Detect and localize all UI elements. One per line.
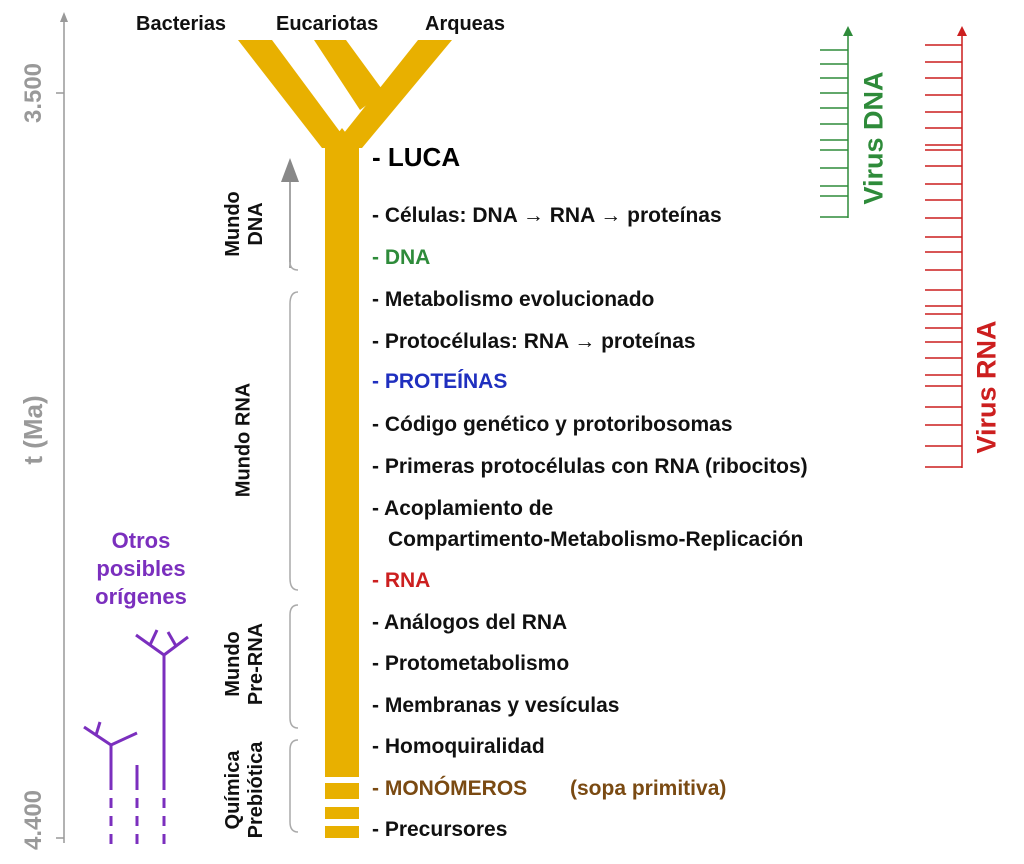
event-rna: - RNA [372,569,431,592]
virus-rna-arrowhead [957,26,967,36]
event-precursors: - Precursores [372,818,508,841]
axis-tick-top-label: 3.500 [20,62,48,124]
other-origins-branches [83,629,189,845]
origin-branch-right-twig [166,631,178,647]
branch-eucariotas [314,40,384,110]
stage-label-rna-world: Mundo RNA [232,382,255,498]
origin-branch-left-fork [83,725,112,747]
virus-rna-lineage [925,26,967,468]
stage-label-line: Mundo [222,631,244,697]
event-coupling-cont: Compartimento-Metabolismo-Replicación [388,528,804,551]
other-origins-line: Otros [111,528,171,553]
stage-label-prerna-world: Mundo Pre-RNA [222,623,268,705]
stage-label-dna-world: Mundo DNA [222,191,268,257]
virus-dna-label: Virus DNA [858,71,889,205]
dna-world-arrow [281,158,299,268]
stage-label-line: Química [222,750,244,830]
virus-dna-arrowhead [843,26,853,36]
virus-dna-ticks [820,49,848,197]
event-monomers: - MONÓMEROS [372,777,528,800]
event-homochirality: - Homoquiralidad [372,735,545,758]
event-proteins: - PROTEÍNAS [372,370,508,393]
trunk-segment [325,826,359,838]
time-axis [56,12,68,843]
origin-branch-left-twig [94,721,102,736]
branch-bacterias [238,40,352,148]
domain-label-bacterias: Bacterias [136,13,227,35]
brace-prerna [289,604,299,729]
event-metabolism: - Metabolismo evolucionado [372,288,655,311]
branch-arqueas [332,40,452,148]
dna-world-arrowhead [281,158,299,182]
event-cells: - Células: DNA → RNA → proteínas [372,204,722,227]
event-rna-analogs: - Análogos del RNA [372,611,568,634]
event-first-protocells: - Primeras protocélulas con RNA (ribocit… [372,455,808,478]
stage-label-line: DNA [245,202,267,246]
origin-branch-left-fork [110,731,138,747]
stage-label-line: Pre-RNA [245,622,267,706]
stage-label-line: Mundo [222,191,244,257]
other-origins-line: posibles [96,556,186,582]
trunk-stem [325,148,359,777]
other-origins-label: Otros posibles orígenes [80,527,202,611]
tree-trunk [238,40,452,838]
brace-dna [289,261,299,271]
brace-prebiotic [289,739,299,833]
event-membranes: - Membranas y vesículas [372,694,620,717]
axis-label: t (Ma) [18,395,49,465]
event-protocells: - Protocélulas: RNA → proteínas [372,330,696,353]
virus-rna-ticks [925,44,962,447]
event-protometabolism: - Protometabolismo [372,652,570,675]
time-axis-arrowhead [60,12,68,22]
event-luca: - LUCA [372,142,461,172]
brace-rna [289,291,299,591]
stage-label-prebiotic-chemistry: Química Prebiótica [222,742,268,839]
domain-label-eucariotas: Eucariotas [276,13,379,35]
origin-branch-right-twig [148,629,159,646]
axis-tick-bottom-label: 4.400 [20,789,48,851]
event-genetic-code: - Código genético y protoribosomas [372,413,733,436]
stage-label-line: Prebiótica [245,741,267,839]
other-origins-line: orígenes [95,584,187,610]
trunk-segment [325,807,359,819]
event-monomers-note: (sopa primitiva) [570,777,727,800]
stage-braces [289,261,299,833]
event-dna: - DNA [372,246,431,269]
virus-rna-label: Virus RNA [971,320,1002,454]
domain-label-arqueas: Arqueas [425,13,506,35]
trunk-segment [325,783,359,799]
virus-dna-lineage [820,26,853,218]
event-coupling: - Acoplamiento de [372,497,554,520]
